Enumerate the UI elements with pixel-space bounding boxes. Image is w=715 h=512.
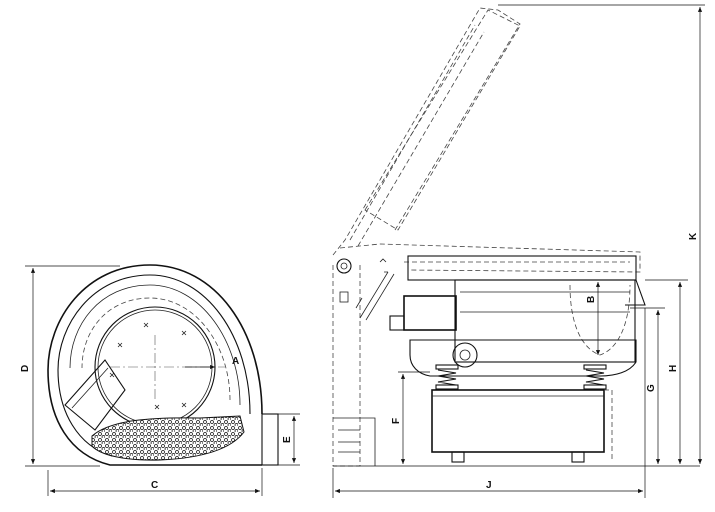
- outlet-lip: [625, 279, 646, 306]
- outer-housing-outline: [47, 264, 263, 466]
- motor-box: [403, 295, 457, 331]
- gas-spring-mount: [379, 258, 388, 273]
- motor-terminal: [389, 315, 405, 331]
- side-view: B F G H K J: [332, 4, 705, 498]
- dim-label-g: G: [646, 384, 657, 392]
- dim-label-c: C: [151, 480, 158, 491]
- dim-label-a: A: [232, 356, 239, 367]
- chute-outline: [64, 359, 126, 431]
- perforated-screen: [91, 415, 245, 461]
- dim-label-b: B: [586, 296, 597, 303]
- open-lid-inner-2: [357, 31, 485, 247]
- hinge-bracket: [339, 291, 349, 303]
- dim-label-k: K: [688, 232, 699, 240]
- upper-housing: [407, 255, 637, 281]
- dim-label-f: F: [391, 418, 402, 424]
- bowl-profile: [569, 284, 631, 356]
- hinge-pin: [340, 262, 348, 270]
- frame-base-lines: [338, 429, 360, 453]
- inner-housing-outline: [57, 274, 251, 457]
- foot-left: [451, 451, 465, 463]
- channel-outline-1: [69, 284, 241, 406]
- channel-dashed: [81, 297, 231, 401]
- top-view: A D E C: [20, 264, 300, 496]
- discharge-outlet: [261, 413, 279, 466]
- bolt-marks: [109, 322, 187, 410]
- housing-lines: [460, 291, 630, 313]
- dim-label-j: J: [486, 480, 492, 491]
- frame-column: [332, 265, 361, 467]
- foot-right: [571, 451, 585, 463]
- unbalance-motor: [452, 342, 478, 368]
- hinge-pivot: [336, 258, 352, 274]
- dim-label-h: H: [668, 365, 679, 372]
- open-lid-outline: [332, 7, 521, 256]
- gas-spring: [355, 271, 395, 321]
- unbalance-motor-hub: [459, 349, 471, 361]
- vibration-frame: [409, 339, 637, 377]
- dim-label-e: E: [282, 436, 293, 443]
- chute-inner-line: [71, 367, 109, 409]
- open-lid-inner-1: [349, 24, 476, 241]
- process-bowl-housing: [454, 279, 636, 363]
- closed-lid-outline: [339, 243, 641, 273]
- spring-right: [583, 364, 607, 390]
- spring-left: [435, 364, 459, 390]
- open-lid-panel: [364, 9, 521, 231]
- frame-base-left: [333, 417, 376, 466]
- machine-base: [431, 389, 605, 453]
- dim-label-d: D: [20, 365, 31, 372]
- base-rear-dashed: [604, 389, 613, 460]
